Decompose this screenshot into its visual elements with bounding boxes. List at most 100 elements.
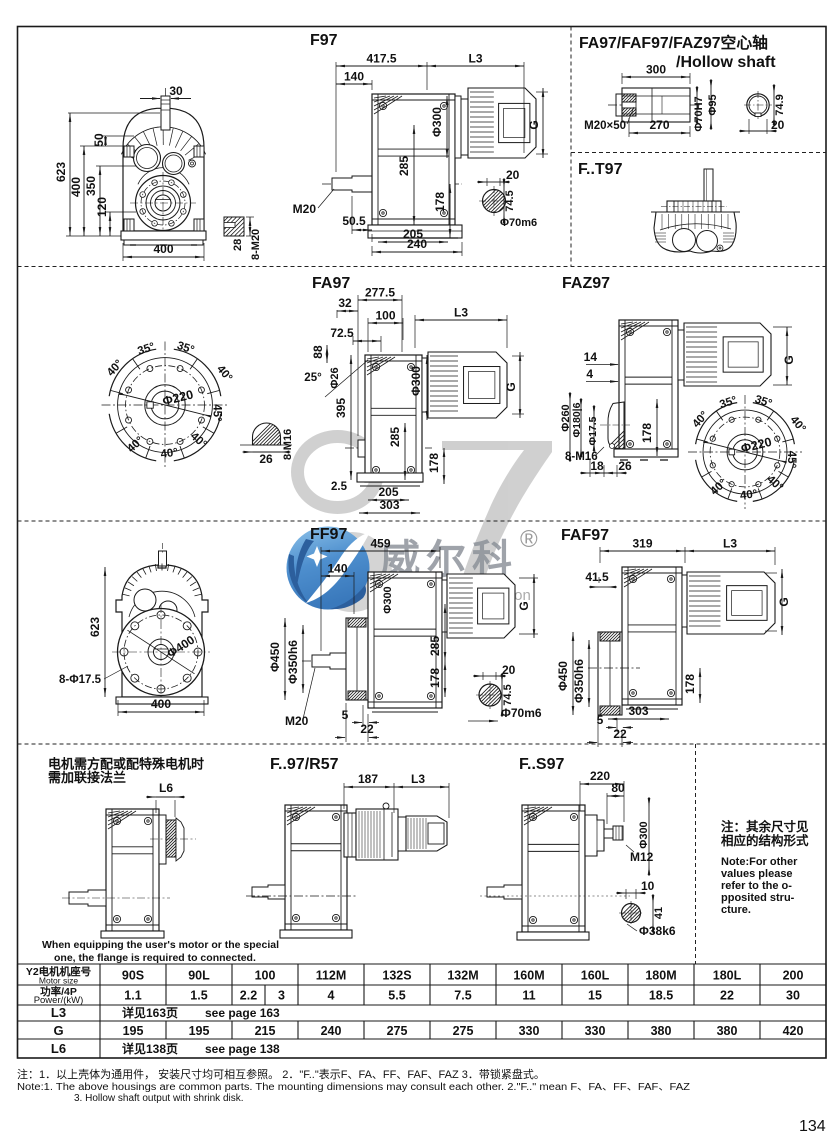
svg-text:74.9: 74.9 (774, 94, 786, 115)
svg-text:72.5: 72.5 (330, 326, 354, 340)
svg-text:Note:1. The above housings are: Note:1. The above housings are common pa… (17, 1082, 690, 1093)
svg-text:Φ180|6: Φ180|6 (571, 402, 583, 437)
svg-text:7.5: 7.5 (454, 989, 471, 1003)
svg-text:45°: 45° (210, 404, 222, 422)
svg-text:220: 220 (590, 769, 610, 783)
svg-text:195: 195 (123, 1024, 144, 1038)
svg-text:74.5: 74.5 (504, 190, 516, 211)
svg-text:240: 240 (407, 237, 427, 251)
svg-text:35°: 35° (753, 394, 774, 411)
svg-text:74.5: 74.5 (502, 684, 514, 705)
svg-text:refer to the o-: refer to the o- (721, 880, 792, 892)
svg-text:200: 200 (783, 969, 804, 983)
svg-text:205: 205 (378, 485, 398, 499)
svg-text:132M: 132M (447, 969, 478, 983)
svg-text:178: 178 (427, 453, 441, 473)
svg-text:FA97: FA97 (312, 275, 350, 292)
svg-text:300: 300 (646, 63, 666, 77)
svg-text:1.1: 1.1 (124, 989, 141, 1003)
svg-text:FF97: FF97 (310, 526, 347, 543)
svg-text:L3: L3 (723, 537, 737, 551)
svg-text:380: 380 (717, 1024, 738, 1038)
svg-text:41.5: 41.5 (585, 570, 609, 584)
svg-text:Φ300: Φ300 (430, 107, 444, 137)
svg-text:®: ® (520, 526, 538, 553)
svg-text:Φ300: Φ300 (638, 821, 650, 848)
svg-text:L6: L6 (159, 781, 173, 795)
svg-text:120: 120 (95, 197, 109, 217)
svg-text:L3: L3 (454, 306, 468, 320)
svg-text:35°: 35° (718, 394, 739, 411)
svg-text:Motor size: Motor size (39, 976, 78, 986)
svg-text:3. Hollow shaft output with sh: 3. Hollow shaft output with shrink disk. (74, 1093, 244, 1104)
svg-text:303: 303 (379, 498, 399, 512)
svg-text:FAZ97: FAZ97 (562, 275, 610, 292)
svg-text:Φ450: Φ450 (556, 661, 570, 691)
svg-text:/Hollow shaft: /Hollow shaft (676, 54, 776, 71)
svg-text:10: 10 (641, 879, 655, 893)
svg-text:20: 20 (506, 168, 520, 182)
svg-text:G: G (517, 601, 531, 610)
svg-text:112M: 112M (316, 969, 347, 983)
svg-text:5.5: 5.5 (388, 989, 405, 1003)
svg-text:330: 330 (519, 1024, 540, 1038)
svg-text:41: 41 (653, 907, 665, 919)
svg-text:注：1．以上壳体为通用件， 安装尺寸均可相互参照。 2: 注：1．以上壳体为通用件， 安装尺寸均可相互参照。 2．"F.."表示F、FA、… (17, 1067, 545, 1081)
svg-text:400: 400 (151, 697, 171, 711)
svg-text:178: 178 (683, 674, 697, 694)
svg-text:FA97/FAF97/FAZ97空心轴: FA97/FAF97/FAZ97空心轴 (579, 33, 768, 52)
svg-text:功率/4P: 功率/4P (40, 985, 77, 998)
svg-text:22: 22 (720, 989, 734, 1003)
svg-text:注：其余尺寸见: 注：其余尺寸见 (721, 819, 809, 834)
svg-text:3: 3 (278, 989, 285, 1003)
svg-text:L3: L3 (411, 772, 425, 786)
svg-text:F..97/R57: F..97/R57 (270, 756, 339, 773)
svg-text:8-Φ17.5: 8-Φ17.5 (59, 674, 102, 686)
svg-text:26: 26 (618, 459, 632, 473)
svg-text:20: 20 (502, 663, 516, 677)
svg-text:195: 195 (189, 1024, 210, 1038)
svg-text:215: 215 (255, 1024, 276, 1038)
svg-text:35°: 35° (175, 340, 196, 357)
svg-text:50: 50 (92, 133, 106, 147)
svg-text:90L: 90L (188, 969, 210, 983)
svg-text:14: 14 (584, 350, 598, 364)
svg-text:30: 30 (169, 84, 183, 98)
svg-text:15: 15 (588, 989, 602, 1003)
svg-text:5: 5 (597, 713, 604, 727)
svg-text:M20: M20 (293, 202, 317, 216)
svg-text:178: 178 (640, 423, 654, 443)
svg-text:详见138页: 详见138页 (122, 1041, 178, 1056)
svg-text:L3: L3 (468, 52, 482, 66)
svg-text:319: 319 (632, 537, 652, 551)
svg-text:395: 395 (334, 398, 348, 418)
svg-text:275: 275 (453, 1024, 474, 1038)
svg-text:1.5: 1.5 (190, 989, 207, 1003)
svg-text:180M: 180M (645, 969, 676, 983)
svg-text:G: G (504, 382, 518, 391)
svg-text:35°: 35° (136, 341, 157, 358)
svg-text:26: 26 (259, 452, 273, 466)
svg-text:400: 400 (153, 242, 173, 256)
svg-text:Φ450: Φ450 (268, 642, 282, 672)
svg-text:20: 20 (771, 118, 785, 132)
svg-text:623: 623 (88, 617, 102, 637)
svg-text:Φ17.5: Φ17.5 (587, 416, 599, 445)
svg-text:8-M16: 8-M16 (565, 451, 598, 463)
svg-text:303: 303 (628, 704, 648, 718)
svg-text:178: 178 (433, 192, 447, 212)
svg-text:Φ95: Φ95 (707, 94, 719, 115)
svg-text:2.2: 2.2 (240, 989, 257, 1003)
svg-text:G: G (527, 120, 541, 129)
svg-text:100: 100 (255, 969, 276, 983)
svg-text:G: G (777, 597, 791, 606)
svg-text:28: 28 (232, 239, 244, 251)
svg-text:18.5: 18.5 (649, 989, 673, 1003)
svg-text:G: G (53, 1023, 63, 1038)
svg-text:11: 11 (522, 989, 535, 1003)
svg-text:values please: values please (721, 868, 793, 880)
svg-text:22: 22 (360, 722, 374, 736)
svg-text:25°: 25° (304, 372, 322, 384)
svg-text:40°: 40° (739, 488, 758, 502)
svg-text:285: 285 (428, 636, 442, 656)
